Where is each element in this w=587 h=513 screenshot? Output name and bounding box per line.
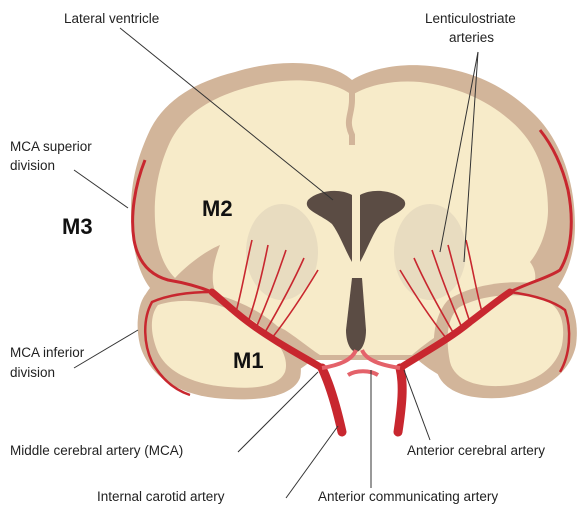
label-mca-superior-line2: division bbox=[10, 157, 55, 174]
label-anterior-communicating-artery: Anterior communicating artery bbox=[318, 488, 498, 505]
longitudinal-fissure bbox=[349, 80, 352, 145]
label-mca-inferior-line2: division bbox=[10, 364, 55, 381]
left-basal-ganglia bbox=[246, 204, 318, 300]
label-middle-cerebral-artery: Middle cerebral artery (MCA) bbox=[10, 442, 183, 459]
segment-label-m1: M1 bbox=[233, 348, 264, 374]
segment-label-m3: M3 bbox=[62, 214, 93, 240]
label-internal-carotid-artery: Internal carotid artery bbox=[97, 488, 225, 505]
label-lateral-ventricle: Lateral ventricle bbox=[64, 10, 159, 27]
left-internal-carotid-artery bbox=[322, 368, 342, 432]
label-mca-superior-line1: MCA superior bbox=[10, 138, 92, 155]
right-internal-carotid-artery bbox=[398, 368, 402, 432]
label-anterior-cerebral-artery: Anterior cerebral artery bbox=[407, 442, 545, 459]
label-mca-inferior-line1: MCA inferior bbox=[10, 344, 84, 361]
label-lenticulostriate-line2: arteries bbox=[449, 29, 494, 46]
label-lenticulostriate-line1: Lenticulostriate bbox=[425, 10, 516, 27]
right-basal-ganglia bbox=[394, 204, 466, 300]
segment-label-m2: M2 bbox=[202, 196, 233, 222]
